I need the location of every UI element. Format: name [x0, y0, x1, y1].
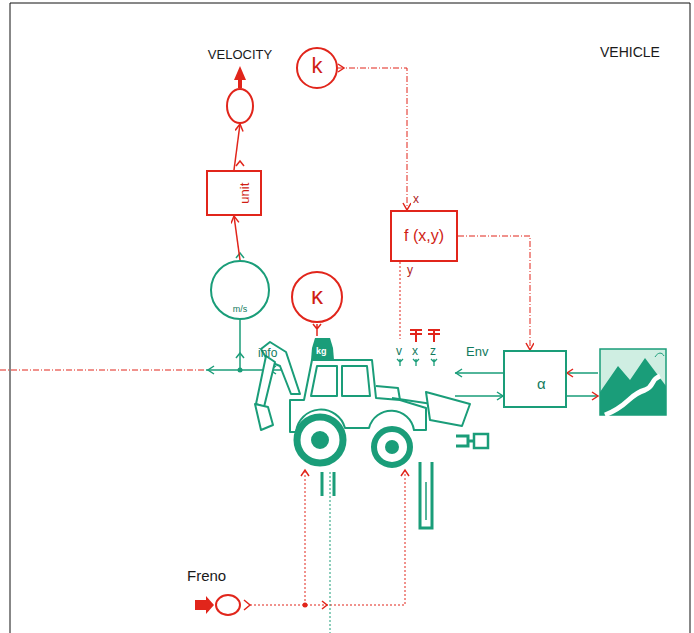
- node-text: VELOCITY: [208, 48, 272, 62]
- signal-wire: [0, 370, 206, 371]
- port-label: x: [413, 193, 419, 206]
- port-label: v: [396, 345, 402, 358]
- node-outline: [226, 88, 254, 124]
- tube-symbol: [425, 482, 427, 520]
- info-port: [206, 320, 288, 374]
- node-outline: [215, 594, 241, 616]
- signal-connector: [338, 68, 407, 210]
- node-outline: [503, 350, 567, 408]
- port-label: z: [430, 345, 436, 358]
- node-outline: [206, 170, 262, 216]
- output-arrow: [234, 66, 246, 88]
- mass-link: [313, 324, 321, 336]
- backhoe-loader: [255, 342, 470, 465]
- port-label: Env: [466, 345, 488, 359]
- port-bars: [322, 472, 334, 496]
- node-text: m/s: [232, 305, 249, 315]
- signal-wire: [400, 262, 401, 339]
- node-text: f (x,y): [404, 227, 444, 245]
- node-text: unit: [238, 183, 252, 204]
- signal-connector: [234, 124, 240, 170]
- signal-connector: [458, 236, 530, 350]
- mass-unit: kg: [316, 347, 327, 357]
- function-block: f (x,y): [390, 210, 458, 262]
- tube-symbol: [420, 462, 432, 528]
- node-text: α: [537, 376, 546, 393]
- node-text: k: [312, 54, 323, 78]
- road-picture: [600, 349, 666, 415]
- port-label: y: [407, 264, 413, 277]
- constant-source: k: [296, 47, 338, 89]
- junction-dot: [238, 368, 243, 373]
- node-text: Freno: [187, 568, 226, 585]
- constraint-symbol: [410, 330, 440, 342]
- port-label: info: [258, 347, 277, 360]
- junction-dot: [303, 603, 308, 608]
- input-arrow: [195, 596, 214, 614]
- supercomponent-title: VEHICLE: [600, 45, 660, 60]
- signal-wire: [330, 472, 331, 633]
- brake-wire: [250, 471, 405, 605]
- hitch-symbol: [456, 434, 488, 448]
- node-text: κ: [311, 283, 323, 309]
- weight-icon: [311, 338, 334, 360]
- port-stems: [397, 359, 437, 366]
- port-label: x: [412, 345, 418, 358]
- signal-connector: [234, 216, 240, 260]
- velocity-sensor: VELOCITY: [226, 88, 254, 124]
- port-chevron: [244, 470, 409, 610]
- brake-input: Freno: [215, 594, 241, 616]
- unit-converter: unit: [206, 170, 262, 216]
- speed-gauge: m/s: [210, 260, 270, 320]
- mass-source: κ: [291, 271, 343, 323]
- slope-block: α: [503, 350, 567, 408]
- port-chevron: [236, 161, 244, 166]
- frame: [10, 3, 690, 633]
